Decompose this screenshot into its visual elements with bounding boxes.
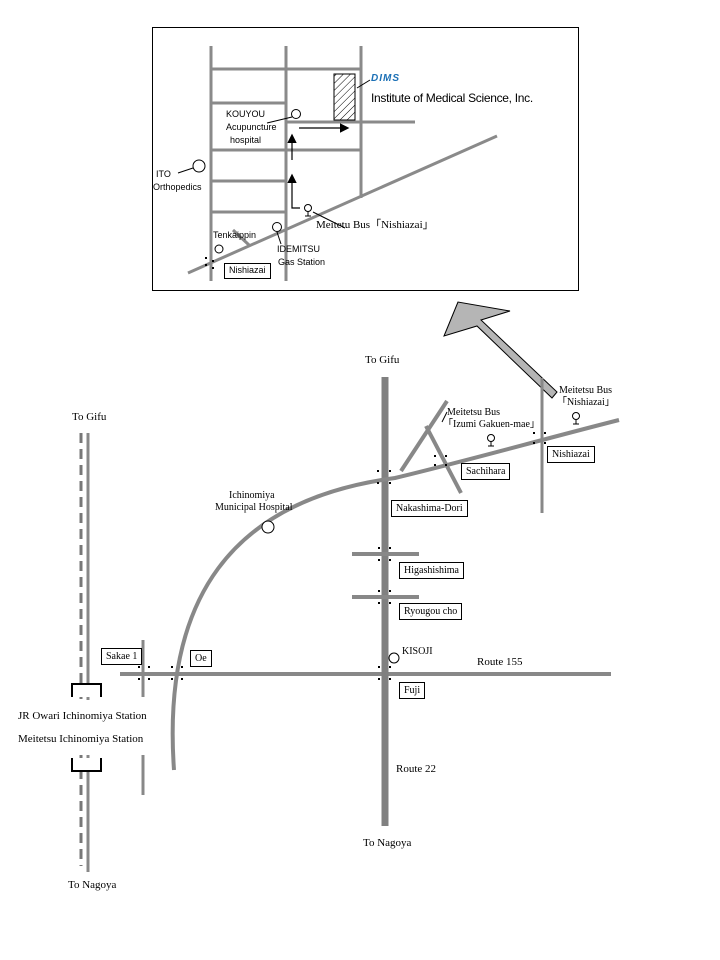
station-nakashima-dori: Nakashima-Dori [391, 500, 468, 517]
izumi-bus-label-1: Meitetsu Bus [447, 407, 501, 418]
station-brackets [71, 683, 102, 772]
station-sakae: Sakae 1 [101, 648, 143, 665]
dims-leader-line [356, 79, 371, 89]
inset-arrows [287, 123, 350, 209]
inset-road-spur [231, 228, 251, 247]
inset-landmarks [177, 109, 346, 254]
inset-bus-stop-label: Meitetu Bus「Nishiazai」 [316, 219, 434, 231]
dims-building [333, 73, 356, 121]
station-nishiazai: Nishiazai [547, 446, 595, 463]
to-nagoya-center: To Nagoya [363, 837, 412, 849]
to-gifu-left: To Gifu [72, 411, 107, 423]
station-fuji: Fuji [399, 682, 426, 699]
to-nagoya-left: To Nagoya [68, 879, 117, 891]
station-oe: Oe [190, 650, 212, 667]
inset-road-diagonal [187, 134, 498, 275]
arrow-up-2 [287, 173, 300, 209]
idemitsu-label-2: Gas Station [278, 257, 326, 267]
company-name: Institute of Medical Science, Inc. [371, 91, 533, 105]
hospital-label-1: Ichinomiya [229, 490, 275, 501]
dims-logo: DIMS [371, 73, 400, 84]
ito-marker [192, 159, 206, 173]
meitetsu-station-label: Meitetsu Ichinomiya Station [18, 733, 144, 745]
callout-arrow [443, 301, 558, 399]
kisoji-marker [388, 652, 400, 664]
station-label-gap [68, 700, 108, 755]
to-gifu-center: To Gifu [365, 354, 400, 366]
idemitsu-label-1: IDEMITSU [277, 244, 321, 254]
inset-station-nishiazai: Nishiazai [224, 263, 271, 279]
kouyou-label-2: Acupuncture [226, 122, 277, 132]
izumi-bus-label-2: 「Izumi Gakuen-mae」 [443, 419, 540, 430]
main-bus-stops [441, 411, 580, 447]
ito-label-1: ITO [156, 169, 171, 179]
station-higashishima: Higashishima [399, 562, 464, 579]
inset-map-frame [152, 27, 579, 291]
station-ryougou-cho: Ryougou cho [399, 603, 463, 620]
inset-bus-leader [312, 211, 346, 229]
hospital-marker [261, 520, 275, 534]
kouyou-marker [291, 109, 301, 119]
kouyou-label-3: hospital [230, 135, 262, 145]
hospital-label-2: Municipal Hospital [215, 502, 293, 513]
nishiazai-bus-label-2: 「Nishiazai」 [557, 397, 615, 408]
kisoji-label: KISOJI [402, 646, 433, 657]
izumi-bus-stop-icon [487, 434, 495, 442]
izumi-diagonal-road [424, 425, 463, 494]
kouyou-label-1: KOUYOU [226, 109, 266, 119]
tenkaippin-label: Tenkaippin [213, 230, 257, 240]
nishiazai-bus-stop-icon [572, 412, 580, 420]
tenkaippin-marker [214, 244, 224, 254]
inset-roads [187, 46, 498, 281]
station-bracket-top [71, 683, 102, 697]
ito-label-2: Orthopedics [153, 182, 202, 192]
route-155-label: Route 155 [477, 656, 523, 668]
nishiazai-bus-label-1: Meitetsu Bus [559, 385, 613, 396]
idemitsu-marker [272, 222, 282, 232]
station-bracket-bottom [71, 758, 102, 772]
main-station-dots [138, 432, 546, 680]
izumi-branch-road [399, 399, 449, 473]
jr-station-label: JR Owari Ichinomiya Station [18, 710, 147, 722]
inset-station-dots [205, 257, 214, 269]
idemitsu-leader [276, 231, 282, 245]
route-22-label: Route 22 [396, 763, 437, 775]
kouyou-leader [266, 116, 293, 124]
izumi-leader [441, 411, 448, 423]
ito-leader [177, 167, 194, 174]
station-sachihara: Sachihara [461, 463, 511, 480]
